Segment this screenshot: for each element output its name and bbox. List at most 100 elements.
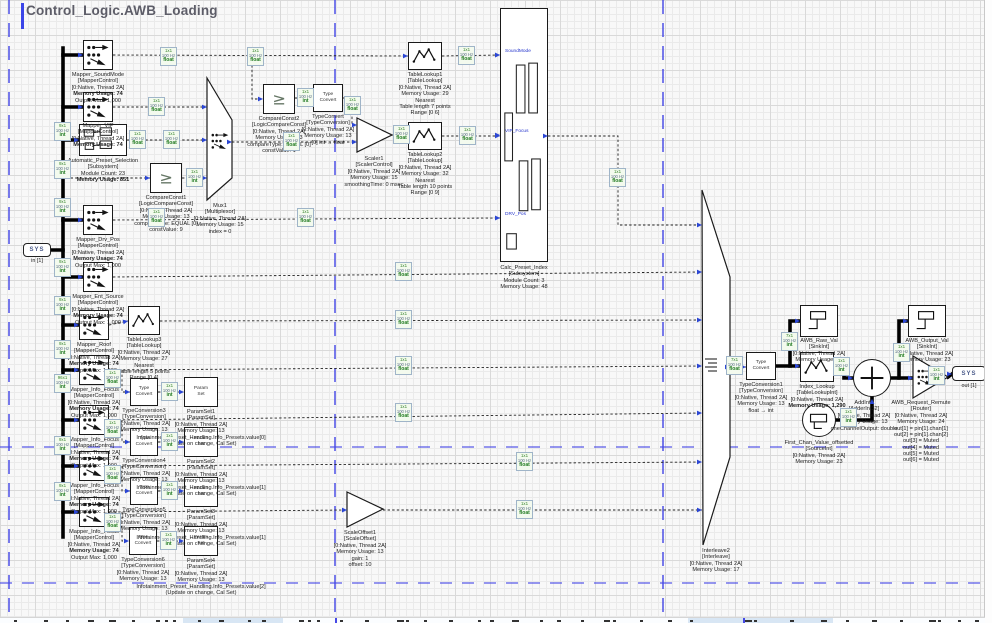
signal-wire[interactable] (251, 56, 263, 100)
overview-page-tick (743, 618, 745, 623)
signal-wire[interactable] (108, 461, 703, 467)
block-tablelookup1[interactable] (408, 42, 442, 70)
overview-strip[interactable] (0, 617, 985, 623)
signal-tag-line: 1x1 (167, 131, 176, 136)
block-index-lookup[interactable] (800, 352, 834, 382)
signal-tag-line: 1x1 (108, 466, 117, 471)
block-scaleoffset1[interactable] (346, 491, 385, 528)
block-awb-raw-val[interactable] (800, 305, 838, 337)
signal-tag-line: int (933, 376, 940, 383)
signal-wire[interactable] (108, 509, 348, 513)
block-mapper-vip[interactable] (83, 92, 113, 122)
block-automatic-preset-selection[interactable] (79, 124, 127, 156)
block-mapper-drv-pos[interactable] (83, 205, 113, 235)
block-inner-text: Type (138, 485, 150, 491)
block-sys-output[interactable]: SYS (952, 366, 986, 381)
overview-mark (900, 619, 903, 622)
signal-wire[interactable] (159, 319, 703, 322)
block-first-chan-value-offsetted[interactable] (802, 403, 836, 437)
signal-tag-line: float (151, 107, 162, 114)
overview-mark (219, 619, 224, 622)
block-inner-text: Param (193, 486, 209, 492)
block-awb-output-val[interactable] (908, 305, 946, 337)
block-inner-text: Set (197, 392, 205, 397)
signal-wire[interactable] (121, 466, 130, 492)
overview-mark (557, 619, 561, 622)
block-mapper-ent-source[interactable] (83, 262, 113, 292)
block-addint1[interactable] (853, 359, 891, 397)
block-mapper-soundmode[interactable] (83, 40, 113, 70)
block-compareconst2[interactable]: ≥ (263, 84, 295, 114)
signal-tag-line: int (191, 178, 198, 185)
block-tablelookup2[interactable] (408, 122, 442, 150)
mapper-icon (80, 311, 108, 339)
block-calc-preset-index[interactable] (500, 8, 548, 262)
block-inner-text: Type (137, 535, 149, 541)
block-tablelookup3[interactable] (128, 306, 160, 335)
signal-tag-line: 100 Hz (727, 361, 742, 367)
block-sys-input[interactable]: SYS (23, 243, 51, 257)
block-mapper-roof[interactable] (79, 310, 109, 340)
block-compareconst1[interactable]: ≥ (150, 163, 182, 193)
signal-tag-line: 100 Hz (161, 536, 176, 542)
block-mux1[interactable] (206, 75, 233, 202)
signal-tag-line: 100 Hz (894, 348, 909, 354)
block-scaler1[interactable] (356, 117, 394, 153)
